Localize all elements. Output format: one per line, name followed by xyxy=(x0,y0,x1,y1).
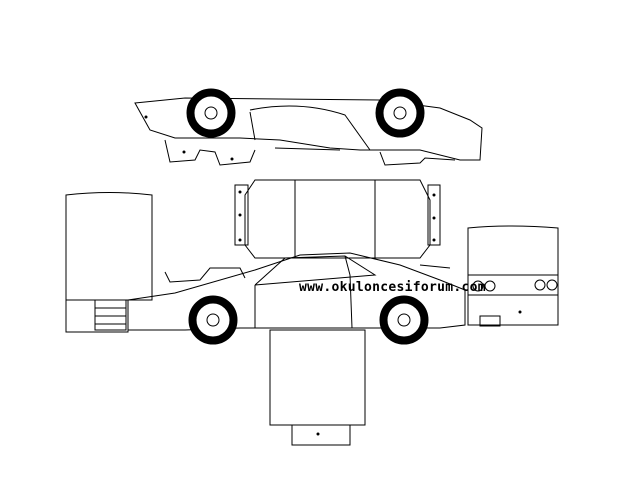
wheel-top-left xyxy=(186,88,236,138)
wheel-bottom-right xyxy=(379,295,429,345)
wheel-bottom-left xyxy=(188,295,238,345)
roof-panel xyxy=(234,179,441,259)
rear-panel xyxy=(467,225,559,327)
floor-panel xyxy=(269,329,366,446)
hood-panel xyxy=(65,192,153,333)
wheel-top-right xyxy=(375,88,425,138)
glue-tab-marks xyxy=(144,115,522,436)
watermark-text: www.okuloncesiforum.com xyxy=(299,280,486,295)
